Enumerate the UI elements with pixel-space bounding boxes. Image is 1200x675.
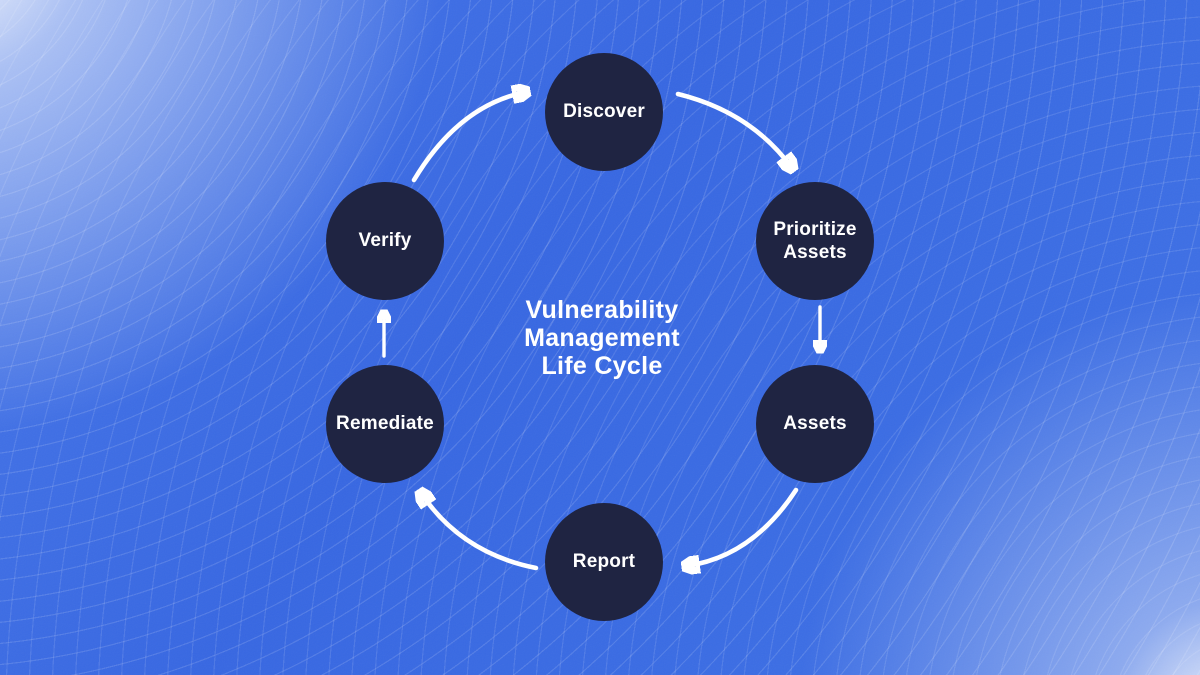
arrow-verify-to-discover	[411, 92, 526, 183]
node-assets-label: Assets	[783, 413, 847, 435]
diagram-title-line-1: Vulnerability	[525, 296, 679, 324]
node-remediate-label: Remediate	[336, 413, 434, 435]
arrow-discover-to-prioritize	[675, 91, 792, 168]
node-remediate: Remediate	[326, 365, 444, 483]
node-prioritize-assets: Prioritize Assets	[756, 182, 874, 300]
node-report-label: Report	[572, 551, 636, 573]
node-discover-label: Discover	[563, 101, 645, 123]
node-discover: Discover	[545, 53, 663, 171]
arrow-assets-to-report	[686, 487, 799, 566]
arrow-report-to-remediate	[421, 493, 539, 571]
node-verify-label: Verify	[358, 230, 412, 252]
diagram-title-line-3: Life Cycle	[541, 352, 663, 380]
node-report: Report	[545, 503, 663, 621]
node-assets: Assets	[756, 365, 874, 483]
diagram-title-line-2: Management	[524, 324, 680, 352]
node-prioritize-assets-label: Prioritize Assets	[773, 218, 857, 263]
node-verify: Verify	[326, 182, 444, 300]
diagram-title: Vulnerability Management Life Cycle	[472, 296, 732, 380]
